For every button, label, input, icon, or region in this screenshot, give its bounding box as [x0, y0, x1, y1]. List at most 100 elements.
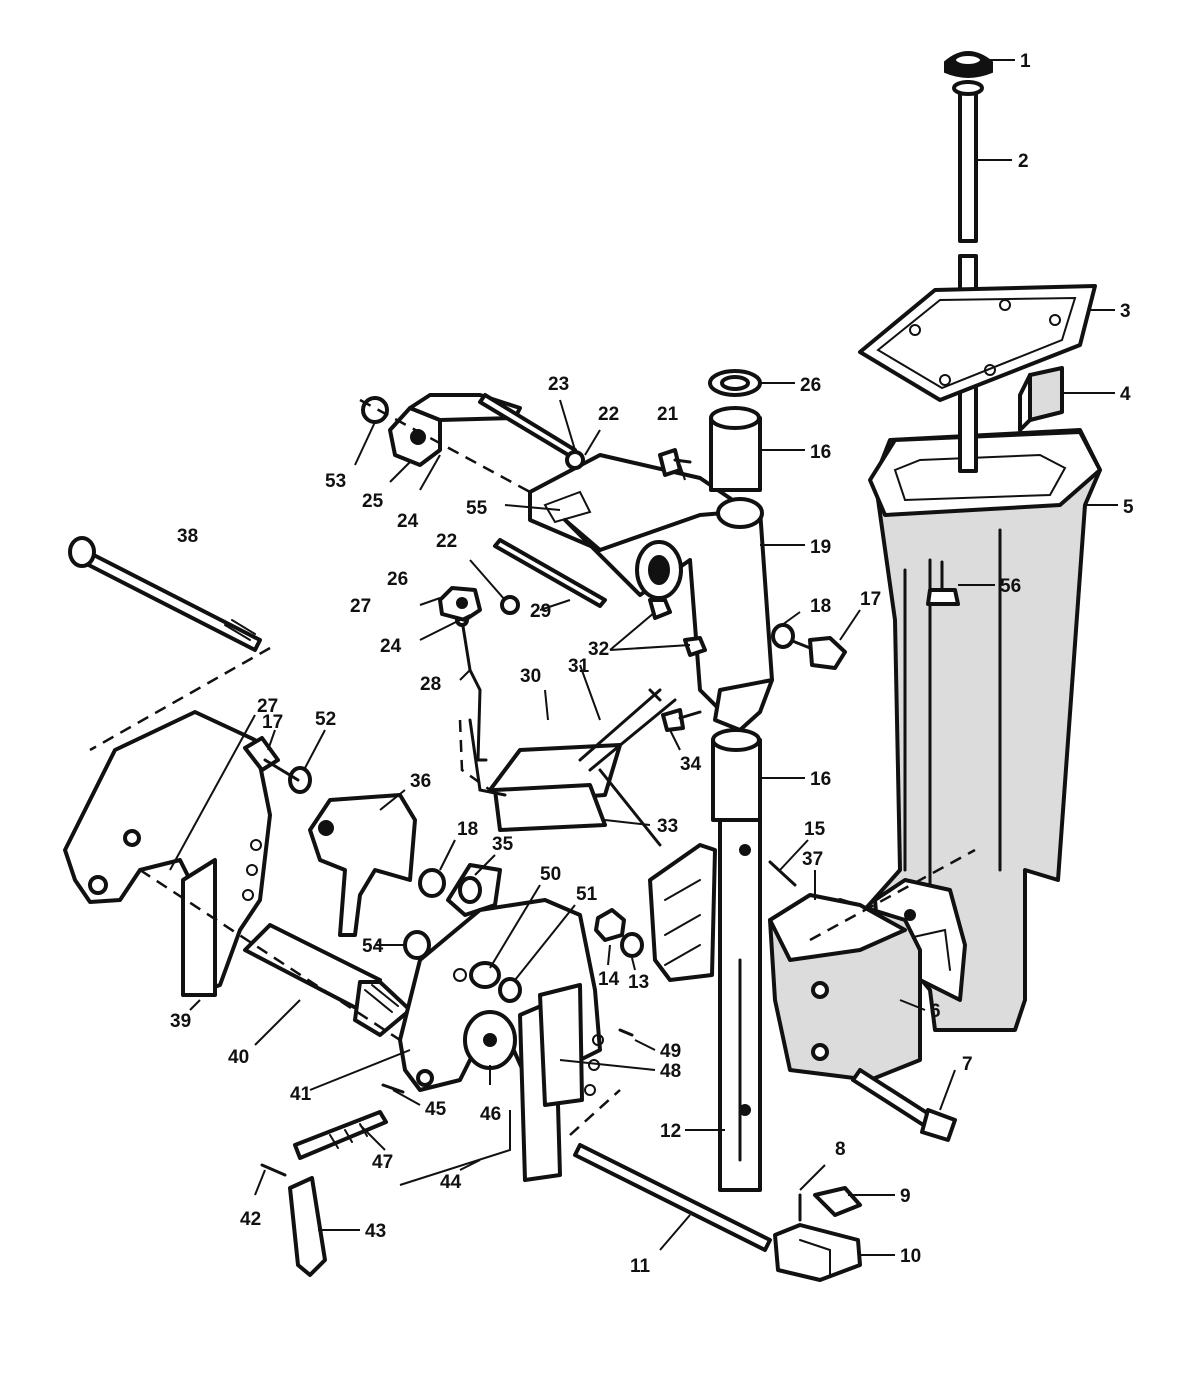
callout-44: 44 — [440, 1172, 462, 1193]
callout-24-upper: 24 — [397, 511, 419, 532]
callout-31: 31 — [568, 656, 590, 677]
bolt-17-right — [788, 636, 847, 670]
pin-15 — [768, 860, 797, 887]
callout-47: 47 — [372, 1152, 393, 1173]
callout-23: 23 — [548, 374, 569, 395]
callout-12: 12 — [660, 1121, 681, 1142]
callout-33: 33 — [657, 816, 678, 837]
callout-16-upper: 16 — [810, 442, 831, 463]
retainer-22-lower — [500, 595, 520, 615]
screw-49 — [618, 1028, 634, 1037]
screw-56 — [926, 560, 960, 606]
shock-absorber — [243, 923, 412, 1037]
bolt-34 — [661, 708, 702, 732]
callout-28: 28 — [420, 674, 441, 695]
leader-lines — [169, 59, 1118, 1256]
tilt-tube — [68, 536, 262, 652]
callout-54: 54 — [362, 936, 384, 957]
washer-53 — [361, 396, 389, 424]
swivel-pin — [718, 818, 762, 1192]
callout-37: 37 — [802, 849, 823, 870]
upper-bushing — [709, 406, 762, 492]
callout-17-right: 17 — [860, 589, 881, 610]
callout-18-left: 18 — [457, 819, 478, 840]
transom-bolt — [851, 1068, 957, 1142]
washer-13 — [620, 932, 644, 958]
rod-11 — [573, 1143, 772, 1252]
callout-21: 21 — [657, 404, 679, 425]
callout-41: 41 — [290, 1084, 312, 1105]
callout-11: 11 — [630, 1256, 651, 1277]
callout-8: 8 — [835, 1139, 846, 1160]
callout-17-left: 17 — [262, 712, 283, 733]
callout-55: 55 — [466, 498, 488, 519]
clip-10 — [773, 1223, 862, 1282]
callout-19: 19 — [810, 537, 831, 558]
callout-13: 13 — [628, 972, 649, 993]
callout-4: 4 — [1120, 384, 1131, 405]
callout-40: 40 — [228, 1047, 249, 1068]
callout-32: 32 — [588, 639, 609, 660]
callout-51: 51 — [576, 884, 598, 905]
nuts-32 — [648, 598, 707, 657]
pin-45 — [381, 1083, 405, 1094]
callout-25: 25 — [362, 491, 384, 512]
lever-26 — [438, 586, 482, 622]
callout-15: 15 — [804, 819, 826, 840]
stern-bracket-left — [63, 710, 272, 997]
callout-48: 48 — [660, 1061, 681, 1082]
nut-14 — [594, 908, 626, 942]
stern-bracket-right — [398, 898, 604, 1182]
alignment-lines — [89, 398, 976, 1136]
callout-3: 3 — [1120, 301, 1131, 322]
retainer-22-upper — [565, 450, 585, 470]
callout-16-lower: 16 — [810, 769, 831, 790]
lower-bushing — [711, 728, 762, 822]
callout-labels: 1 2 3 4 5 56 26 16 21 22 23 53 25 24 55 … — [170, 51, 1134, 1277]
callout-5: 5 — [1123, 497, 1134, 518]
callout-35: 35 — [492, 834, 514, 855]
callout-42: 42 — [240, 1209, 261, 1230]
callout-38: 38 — [177, 526, 198, 547]
callout-43: 43 — [365, 1221, 386, 1242]
callout-22-lower: 22 — [436, 531, 457, 552]
washer-50 — [469, 961, 522, 1003]
callout-27-upper: 27 — [350, 596, 371, 617]
callout-2: 2 — [1018, 151, 1029, 172]
grommet — [944, 51, 993, 78]
callout-14: 14 — [598, 969, 620, 990]
gasket — [858, 284, 1097, 402]
tilt-lock-plate — [308, 793, 417, 937]
callout-10: 10 — [900, 1246, 921, 1267]
callout-39: 39 — [170, 1011, 191, 1032]
callout-6: 6 — [930, 1001, 941, 1022]
lock-plate — [446, 863, 502, 917]
callout-22-upper: 22 — [598, 404, 619, 425]
cover-plate — [1018, 366, 1064, 432]
bolt-17-left — [243, 736, 300, 782]
callout-36: 36 — [410, 771, 431, 792]
callout-49: 49 — [660, 1041, 681, 1062]
callout-1: 1 — [1020, 51, 1031, 72]
rod-29 — [493, 538, 607, 608]
friction-disc — [463, 1010, 517, 1070]
callout-9: 9 — [900, 1186, 911, 1207]
bolt-21 — [658, 448, 692, 477]
tilt-handle — [288, 1176, 327, 1277]
callout-34: 34 — [680, 754, 702, 775]
callout-27-left: 27 — [257, 696, 278, 717]
callout-50: 50 — [540, 864, 561, 885]
callout-56: 56 — [1000, 576, 1021, 597]
callout-24-lower: 24 — [380, 636, 402, 657]
washers — [288, 766, 446, 960]
callout-30: 30 — [520, 666, 541, 687]
callout-18-right: 18 — [810, 596, 831, 617]
clamp-assembly — [648, 843, 922, 1082]
callout-53: 53 — [325, 471, 346, 492]
driveshaft — [952, 80, 984, 473]
callout-26-upper: 26 — [800, 375, 821, 396]
washer-18-right — [771, 623, 795, 649]
callout-7: 7 — [962, 1054, 973, 1075]
clip-9 — [813, 1186, 862, 1217]
